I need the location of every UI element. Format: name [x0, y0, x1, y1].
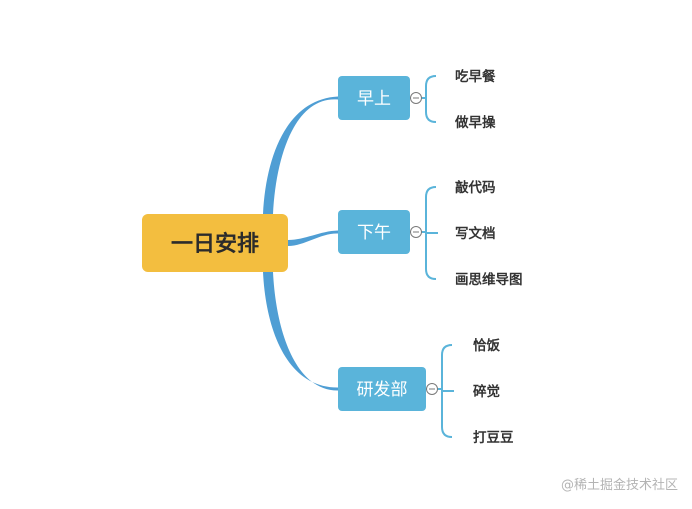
branch-topic-box [338, 367, 426, 411]
branch-topic[interactable]: 早上 [338, 76, 410, 120]
leaf-topic-label[interactable]: 做早操 [454, 114, 496, 131]
collapse-toggle-icon[interactable] [410, 226, 422, 238]
root-topic-box [142, 214, 288, 272]
root-topic[interactable]: 一日安排 [142, 214, 288, 272]
leaf-topic-label[interactable]: 碎觉 [473, 383, 500, 400]
leaf-topic-label[interactable]: 画思维导图 [455, 271, 523, 288]
branch-topic[interactable]: 下午 [338, 210, 410, 254]
leaf-connectors [410, 75, 454, 438]
root-topic-label: 一日安排 [171, 231, 259, 257]
branch-topic-box [338, 210, 410, 254]
collapse-toggle-icon[interactable] [426, 383, 438, 395]
leaf-topic-label[interactable]: 敲代码 [455, 179, 496, 196]
trunk-connectors [263, 96, 338, 391]
branch-topic-box [338, 76, 410, 120]
watermark: @稀土掘金技术社区 [560, 478, 678, 493]
branch-topic-label: 早上 [357, 89, 391, 109]
branch-topic-label: 研发部 [357, 380, 408, 400]
leaf-topic-label[interactable]: 写文档 [455, 225, 496, 242]
leaf-topic-label[interactable]: 打豆豆 [473, 429, 514, 446]
trunk-connector [263, 272, 338, 391]
leaf-topic-label[interactable]: 恰饭 [473, 337, 500, 354]
branch-topic[interactable]: 研发部 [338, 367, 426, 411]
trunk-connector [288, 230, 338, 246]
branch-topic-label: 下午 [357, 223, 391, 243]
leaf-connector-bracket [425, 75, 437, 123]
collapse-toggle-icon[interactable] [410, 92, 422, 104]
trunk-connector [263, 96, 338, 214]
leaf-topic-label[interactable]: 吃早餐 [455, 68, 496, 85]
